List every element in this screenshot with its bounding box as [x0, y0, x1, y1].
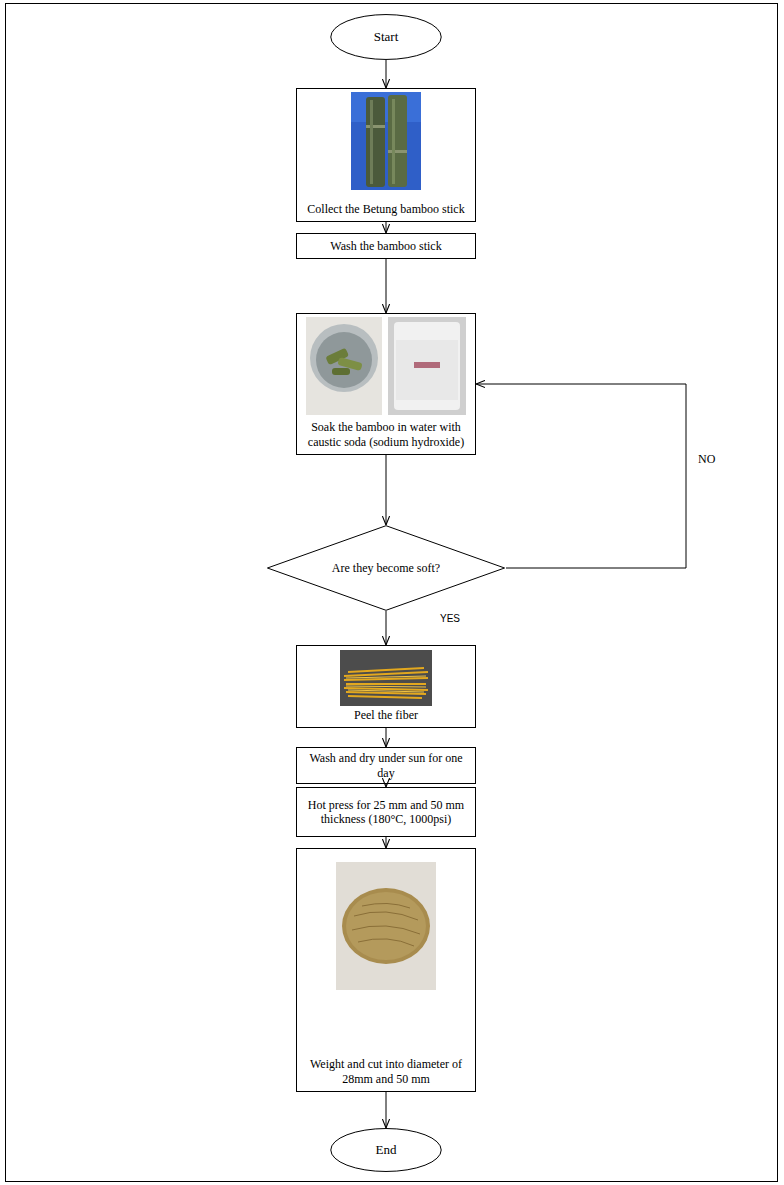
connector-arrow — [476, 384, 686, 568]
bamboo-fiber-photo — [340, 650, 432, 706]
pressed-disc-photo — [336, 862, 436, 990]
node-text: Are they become soft? — [332, 561, 440, 575]
connector-arrow — [386, 222, 387, 233]
process-box: Soak the bamboo in water with caustic so… — [296, 313, 476, 455]
terminator-ellipse: End — [330, 1128, 442, 1172]
node-text: Collect the Betung bamboo stick — [307, 202, 464, 216]
caustic-soda-bag-photo — [388, 317, 466, 415]
connector-arrow — [386, 611, 387, 645]
process-box: Collect the Betung bamboo stick — [296, 88, 476, 222]
soaking-bucket-photo — [306, 317, 382, 415]
node-text: End — [376, 1142, 397, 1158]
process-box: Wash the bamboo stick — [296, 233, 476, 259]
process-box: Peel the fiber — [296, 645, 476, 728]
node-text: Peel the fiber — [354, 708, 418, 722]
edge-label: YES — [438, 613, 462, 624]
decision-diamond: Are they become soft? — [266, 525, 506, 611]
node-text: Hot press for 25 mm and 50 mm thickness … — [302, 798, 470, 827]
node-text: Start — [374, 29, 399, 45]
connector-arrow — [386, 1092, 387, 1128]
process-box: Hot press for 25 mm and 50 mm thickness … — [296, 787, 476, 837]
node-text: Soak the bamboo in water with caustic so… — [302, 420, 470, 449]
node-text: Wash the bamboo stick — [330, 239, 441, 253]
terminator-ellipse: Start — [330, 14, 442, 60]
connector-arrow — [386, 259, 387, 313]
edge-label: NO — [696, 452, 717, 467]
connector-arrow — [386, 60, 387, 88]
bamboo-photo — [351, 92, 421, 190]
connector-arrow — [386, 455, 387, 525]
process-box: Wash and dry under sun for one day — [296, 747, 476, 784]
node-text: Wash and dry under sun for one day — [302, 751, 470, 780]
connector-arrow — [386, 837, 387, 848]
connector-arrow — [386, 728, 387, 747]
process-box: Weight and cut into diameter of 28mm and… — [296, 848, 476, 1092]
node-text: Weight and cut into diameter of 28mm and… — [302, 1057, 470, 1086]
